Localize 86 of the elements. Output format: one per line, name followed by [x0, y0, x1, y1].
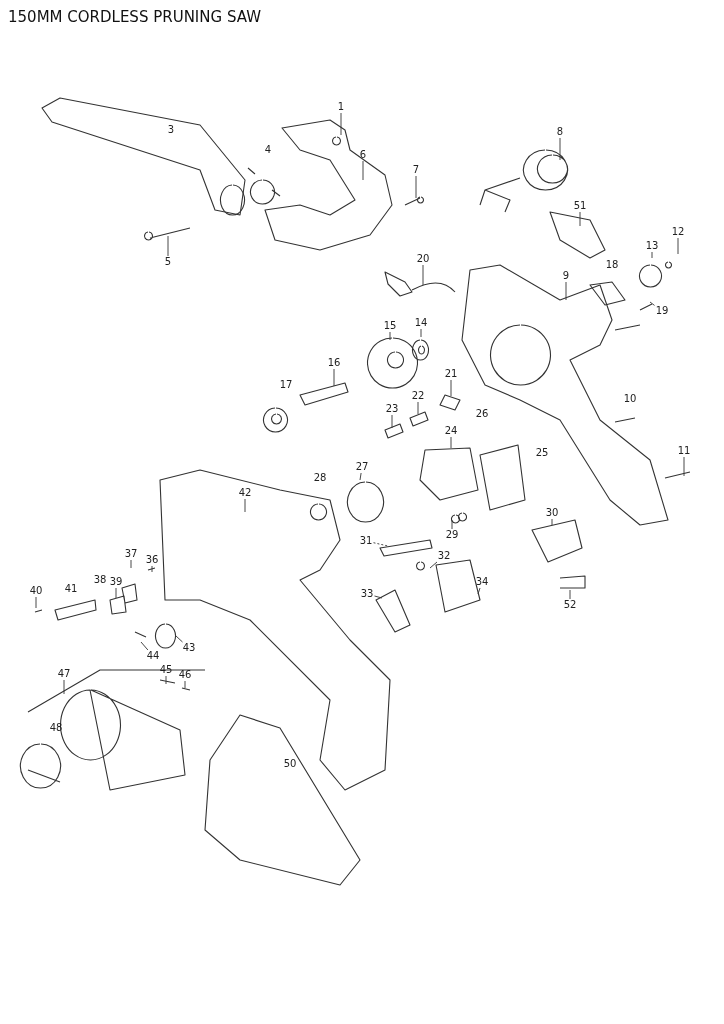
leader-line [559, 137, 561, 161]
callout-number: 40 [29, 585, 43, 597]
leader-line [651, 251, 653, 259]
leader-line [422, 264, 424, 286]
leader-line [391, 414, 393, 429]
callout-number: 45 [159, 664, 173, 676]
callout-number: 23 [385, 403, 399, 415]
leader-line [333, 368, 335, 387]
callout-number: 7 [412, 164, 420, 176]
callout-number: 25 [535, 447, 549, 459]
callout-number: 13 [645, 240, 659, 252]
leader-line [63, 679, 65, 695]
callout-number: 27 [355, 461, 369, 473]
leader-line [359, 472, 362, 481]
callout-number: 31 [359, 535, 373, 547]
callout-number: 14 [414, 317, 428, 329]
callout-number: 19 [655, 305, 669, 317]
callout-number: 4 [264, 144, 272, 156]
callout-number: 26 [475, 408, 489, 420]
callout-number: 28 [313, 472, 327, 484]
callout-number: 12 [671, 226, 685, 238]
callout-number: 30 [545, 507, 559, 519]
callout-number: 17 [279, 379, 293, 391]
callout-number: 46 [178, 669, 192, 681]
callout-number: 41 [64, 583, 78, 595]
callout-number: 8 [556, 126, 564, 138]
leader-line [340, 112, 342, 136]
callout-number: 10 [623, 393, 637, 405]
callout-number: 18 [605, 259, 619, 271]
callout-number: 38 [93, 574, 107, 586]
leader-line [244, 498, 246, 513]
callout-number: 21 [444, 368, 458, 380]
leader-line [569, 589, 571, 600]
callout-number: 1 [337, 101, 345, 113]
callout-number: 39 [109, 576, 123, 588]
leader-line [175, 635, 183, 643]
leader-line [565, 281, 567, 301]
leader-line [551, 518, 553, 526]
callout-number: 42 [238, 487, 252, 499]
callout-number: 29 [445, 529, 459, 541]
leader-line [35, 596, 37, 609]
leader-line [429, 561, 438, 569]
callout-number: 11 [677, 445, 691, 457]
callout-number: 9 [562, 270, 570, 282]
leader-line [450, 436, 452, 449]
callout-number: 51 [573, 200, 587, 212]
leader-line [683, 456, 685, 477]
callout-number: 33 [360, 588, 374, 600]
leader-line [389, 331, 391, 341]
callout-number: 15 [383, 320, 397, 332]
callout-number: 16 [327, 357, 341, 369]
leader-line [450, 379, 452, 397]
callout-number: 3 [167, 124, 175, 136]
leader-line [649, 301, 655, 306]
leader-line [165, 675, 167, 685]
callout-number: 6 [359, 149, 367, 161]
leader-line [151, 565, 153, 573]
leader-line [373, 542, 389, 547]
leader-line [167, 235, 169, 257]
callout-number: 24 [444, 425, 458, 437]
callout-number: 32 [437, 550, 451, 562]
leader-line [374, 595, 383, 599]
diagram-title: 150MM CORDLESS PRUNING SAW [8, 8, 261, 26]
callout-number: 36 [145, 554, 159, 566]
callout-number: 34 [475, 576, 489, 588]
leader-line [140, 641, 149, 651]
leader-line [115, 587, 117, 599]
leader-line [477, 587, 481, 595]
leader-line [184, 680, 186, 689]
leader-line [130, 559, 132, 569]
callout-number: 20 [416, 253, 430, 265]
leader-line [579, 211, 581, 227]
leader-line [677, 237, 679, 255]
callout-number: 43 [182, 642, 196, 654]
leader-line [420, 328, 422, 338]
leader-line [451, 519, 453, 530]
callout-number: 22 [411, 390, 425, 402]
callout-number: 44 [146, 650, 160, 662]
leader-line [415, 175, 417, 199]
callout-number: 52 [563, 599, 577, 611]
callout-number: 47 [57, 668, 71, 680]
leader-line [417, 401, 419, 415]
leader-line [362, 160, 364, 181]
callout-number: 5 [164, 256, 172, 268]
callout-number: 50 [283, 758, 297, 770]
callout-number: 37 [124, 548, 138, 560]
